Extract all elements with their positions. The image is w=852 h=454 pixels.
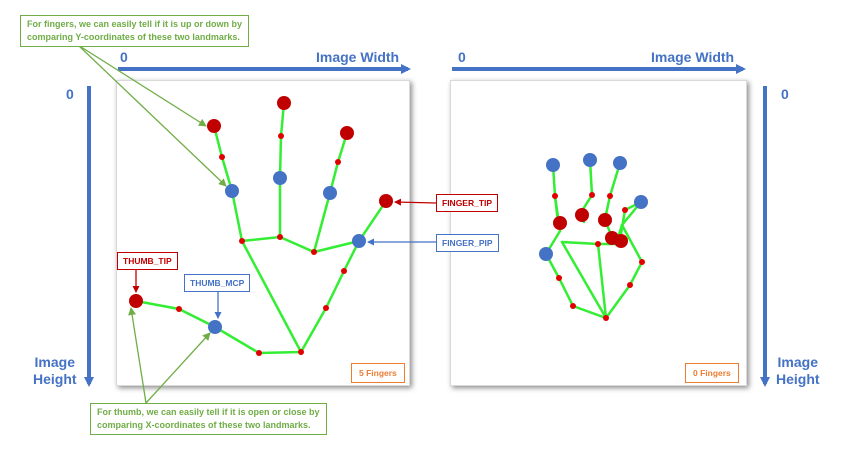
pip-point	[613, 156, 627, 170]
joint-dot	[311, 249, 317, 255]
note-line: For fingers, we can easily tell if it is…	[27, 19, 243, 29]
left-image-height-label: Image Height	[33, 354, 77, 388]
tip-point	[575, 208, 589, 222]
left-hand-skeleton	[134, 101, 388, 355]
joint-dot	[278, 133, 284, 139]
left-finger-count: 5 Fingers	[351, 363, 405, 383]
note-connectors	[77, 44, 227, 404]
joint-dot	[277, 234, 283, 240]
thumb-tip-point	[129, 294, 143, 308]
joint-dot	[323, 305, 329, 311]
note-line: comparing X-coordinates of these two lan…	[97, 420, 311, 430]
joint-dot	[622, 207, 628, 213]
joint-dot	[256, 350, 262, 356]
finger-pip-point	[352, 234, 366, 248]
tip-point	[614, 234, 628, 248]
right-hand-image	[450, 80, 747, 386]
left-y-origin-label: 0	[66, 86, 74, 102]
right-x-origin-label: 0	[458, 49, 466, 65]
joint-dot	[341, 268, 347, 274]
right-finger-count: 0 Fingers	[685, 363, 739, 383]
pip-point	[546, 158, 560, 172]
tip-point	[207, 119, 221, 133]
left-hand-image	[116, 80, 410, 386]
joint-dot	[239, 238, 245, 244]
height-label-line: Image	[34, 354, 76, 370]
height-label-line: Height	[33, 371, 77, 387]
pip-point	[273, 171, 287, 185]
joint-dot	[627, 282, 633, 288]
axis-arrows	[84, 64, 770, 387]
joint-dot	[603, 315, 609, 321]
tip-point	[598, 213, 612, 227]
left-x-origin-label: 0	[120, 49, 128, 65]
pip-point	[539, 247, 553, 261]
right-hand-joints	[539, 153, 648, 321]
joint-dot	[570, 303, 576, 309]
joint-dot	[639, 259, 645, 265]
height-label-line: Height	[776, 371, 820, 387]
joint-dot	[589, 192, 595, 198]
joint-dot	[595, 241, 601, 247]
thumb-mcp-tag: THUMB_MCP	[184, 274, 251, 292]
joint-dot	[176, 306, 182, 312]
left-image-width-label: Image Width	[316, 49, 400, 65]
joint-dot	[335, 159, 341, 165]
joint-dot	[298, 349, 304, 355]
tip-point	[553, 216, 567, 230]
joint-dot	[552, 193, 558, 199]
tip-point	[277, 96, 291, 110]
fingers-explanation-note: For fingers, we can easily tell if it is…	[20, 15, 250, 47]
thumb-mcp-point	[208, 320, 222, 334]
thumb-explanation-note: For thumb, we can easily tell if it is o…	[90, 403, 327, 435]
right-y-origin-label: 0	[781, 86, 789, 102]
tip-point	[340, 126, 354, 140]
note-line: For thumb, we can easily tell if it is o…	[97, 407, 320, 417]
right-image-height-label: Image Height	[776, 354, 820, 388]
pip-point	[323, 186, 337, 200]
finger-tip-point	[379, 194, 393, 208]
right-image-width-label: Image Width	[651, 49, 735, 65]
finger-pip-tag: FINGER_PIP	[436, 234, 499, 252]
finger-tip-tag: FINGER_TIP	[436, 194, 499, 212]
height-label-line: Image	[777, 354, 819, 370]
pip-point	[634, 195, 648, 209]
joint-dot	[219, 154, 225, 160]
note-line: comparing Y-coordinates of these two lan…	[27, 32, 240, 42]
pip-point	[583, 153, 597, 167]
joint-dot	[556, 275, 562, 281]
callout-arrows	[132, 198, 437, 319]
joint-dot	[607, 193, 613, 199]
thumb-tip-tag: THUMB_TIP	[117, 252, 178, 270]
left-hand-joints	[129, 96, 393, 356]
pip-point	[225, 184, 239, 198]
